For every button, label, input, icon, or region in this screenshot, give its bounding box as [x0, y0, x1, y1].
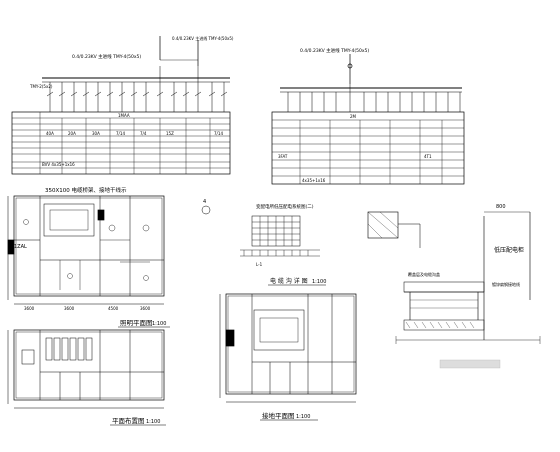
dim-label: 3600: [140, 306, 151, 311]
table-right-cell: 4x35+1x16: [302, 178, 326, 183]
table-left-cell: 40A: [46, 131, 54, 136]
label-4: 4: [203, 199, 206, 205]
label-12al: 1ZAL: [14, 244, 27, 250]
cable-trench-detail: 变配电所低压配电系统图(二) L-1 电 缆 沟 详 图 1:100: [240, 203, 326, 286]
table-left-cell: 7/14: [116, 131, 125, 136]
grounding-plan: 接地平面图 1:100: [219, 293, 357, 421]
dim-label: 4500: [108, 306, 119, 311]
dim-label: 3600: [24, 306, 35, 311]
section-title-top: 350X100 电缆桥架、接地干线示: [45, 186, 127, 194]
table-left-cell: 7/4: [140, 131, 147, 136]
title-cable: 电 缆 沟 详 图: [270, 277, 308, 285]
bus-label-left2: 0.4/0.23KV 主进线 TMY-4(50x5): [172, 35, 234, 41]
scale-lighting: 1:100: [152, 321, 166, 327]
label-steel: 镀锌扁钢接地线: [492, 281, 520, 287]
title-layout: 平面布置图: [112, 416, 145, 425]
dim-label: 3600: [64, 306, 75, 311]
label-l1: L-1: [256, 262, 263, 267]
scale-cable: 1:100: [312, 279, 326, 285]
bus-label-left: 0.4/0.23KV 主进线 TMY-4(50x5): [72, 53, 141, 60]
north-arrow: 4: [201, 199, 211, 215]
scale-grounding: 1:100: [296, 414, 310, 420]
system-diagram-left: TMY-2(5x2) 0.4/0.23KV 主进线 TMY-4(50x5) 0.…: [11, 35, 234, 175]
table-left-cell: 7/14: [214, 131, 223, 136]
title-grounding: 接地平面图: [262, 411, 295, 420]
table-right-cell: 2M: [350, 114, 357, 119]
table-left-cell: 15Z: [166, 131, 174, 136]
lv-cabinet-section: 800 低压配电柜 覆盖层及电缆沟盖 镀锌扁钢接地线: [367, 204, 541, 369]
label-cable-trench: 覆盖层及电缆沟盖: [408, 271, 440, 277]
title-lv-cabinet: 低压配电柜: [494, 246, 524, 254]
label-800: 800: [496, 204, 506, 210]
scale-layout: 1:100: [146, 419, 160, 425]
tmy-label: TMY-2(5x2): [29, 84, 53, 89]
table-right-cell: 4T1: [424, 154, 432, 159]
title-system2: 变配电所低压配电系统图(二): [256, 203, 314, 210]
title-lighting: 照明平面图: [120, 319, 153, 327]
bus-label-right: 0.4/0.23KV 主进线 TMY-4(50x5): [300, 47, 369, 54]
table-left-cell: 1MAA: [118, 113, 130, 118]
lighting-plan: 1ZAL 3600 3600 4500 3600 照明平面图 1:100: [7, 195, 170, 328]
table-left-cell: 20A: [68, 131, 76, 136]
layout-plan: 平面布置图 1:100: [7, 329, 166, 426]
table-right-cell: 3FAT: [278, 154, 288, 159]
system-diagram-right: 0.4/0.23KV 主进线 TMY-4(50x5) 2M 3FAT 4T1 4…: [271, 47, 465, 185]
table-left-cell: 30A: [92, 131, 100, 136]
cable-label-left: BVV 4x35+1x16: [42, 162, 75, 167]
